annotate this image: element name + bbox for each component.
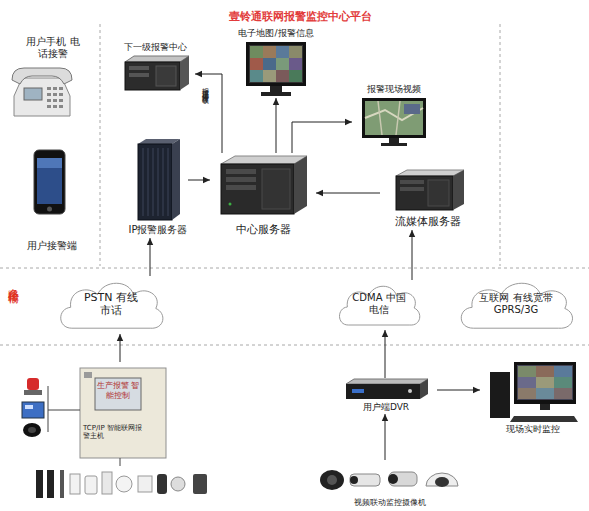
connector-arrow xyxy=(437,387,480,393)
server-icon xyxy=(125,56,189,90)
edge-label: 报警信息上传转发接收 xyxy=(201,82,209,92)
pc-node: 现场实时监控 xyxy=(480,360,586,436)
divider-lines xyxy=(0,24,589,345)
connector-arrow xyxy=(409,230,415,280)
monitor-icon xyxy=(246,42,306,96)
connector-arrow xyxy=(273,98,279,153)
mobile-phone-icon xyxy=(34,150,65,214)
alarm-host-node: 生产报警 智能控制 TCP/IP 智能联网报警主机 xyxy=(74,362,170,462)
node-label: 流媒体服务器 xyxy=(380,215,476,228)
dvr-icon xyxy=(346,379,428,399)
node-label: TCP/IP 智能联网报警主机 xyxy=(83,424,145,441)
diagram-title: 壹铃通联网报警监控中心平台 xyxy=(170,9,430,24)
connector-arrow xyxy=(195,71,222,153)
section-label: 多路径传输 xyxy=(7,280,20,285)
connector-arrow xyxy=(382,414,388,460)
connector-line xyxy=(412,230,413,280)
server-icon xyxy=(221,156,307,214)
sensor-devices xyxy=(36,458,207,498)
connector-arrow xyxy=(188,177,210,183)
rack-cabinet-icon xyxy=(138,139,180,220)
connector-arrow xyxy=(147,238,153,276)
connector-line xyxy=(276,98,277,153)
server-node: 流媒体服务器 xyxy=(380,168,476,230)
node-label: 报警现场视频 xyxy=(352,84,436,95)
cloud-shape xyxy=(61,283,573,328)
connector-arrow xyxy=(292,119,352,153)
node-label: 视频联动监控摄像机 xyxy=(312,498,467,508)
arrow-head xyxy=(382,330,388,337)
camera-icons xyxy=(320,470,458,490)
connector-arrow xyxy=(316,190,380,196)
pc-icon xyxy=(490,362,578,422)
node-label: 生产报警 智能控制 xyxy=(95,381,141,400)
arrow-head xyxy=(195,71,202,77)
connector-line xyxy=(120,334,121,362)
camera-node: 视频联动监控摄像机 xyxy=(312,460,467,508)
network-cloud: 互联网 有线宽带 GPRS/3G xyxy=(455,276,577,334)
siren-devices xyxy=(22,378,80,437)
arrow-head xyxy=(473,387,480,393)
arrow-head xyxy=(345,119,352,125)
connector-arrow xyxy=(117,334,123,362)
telephone-icon xyxy=(12,68,72,116)
node-label: 互联网 有线宽带 GPRS/3G xyxy=(469,292,563,316)
connector-line xyxy=(385,330,386,378)
arrow-head xyxy=(147,238,153,245)
connector-arrow xyxy=(382,330,388,378)
arrow-head xyxy=(316,190,323,196)
monitor-icon xyxy=(362,98,426,146)
node-label: 中心服务器 xyxy=(210,223,316,236)
arrow-head xyxy=(273,98,279,105)
node-label: 电子地图/报警信息 xyxy=(235,28,317,39)
alarm-host-icon xyxy=(80,368,166,458)
arrow-head xyxy=(409,230,415,237)
monitor-node: 电子地图/报警信息 xyxy=(235,28,317,98)
node-label: 现场实时监控 xyxy=(480,424,586,435)
dvr-node: 用户端DVR xyxy=(335,378,437,414)
connector-line xyxy=(150,238,151,276)
node-label: PSTN 有线市话 xyxy=(83,291,139,317)
rack-node: IP报警服务器 xyxy=(128,138,188,238)
connector-line xyxy=(385,414,386,460)
node-label: IP报警服务器 xyxy=(118,224,198,236)
side-label: 用户手机 电话接警 xyxy=(26,36,80,60)
server-node: 中心服务器 xyxy=(210,153,316,237)
arrow-head xyxy=(117,334,123,341)
side-label: 用户接警端 xyxy=(12,240,92,252)
arrow-head xyxy=(382,414,388,421)
node-label: 用户端DVR xyxy=(335,402,437,413)
network-cloud: PSTN 有线市话 xyxy=(55,276,167,334)
server-node: 下一级报警中心 xyxy=(115,42,195,92)
connector-line xyxy=(195,74,222,153)
connector-line xyxy=(316,193,380,194)
monitor-node: 报警现场视频 xyxy=(352,84,436,148)
arrow-head xyxy=(203,177,210,183)
network-cloud: CDMA 中国电信 xyxy=(335,280,423,330)
node-label: 下一级报警中心 xyxy=(115,42,195,53)
connector-line xyxy=(437,390,480,391)
connector-line xyxy=(188,180,210,181)
node-label: CDMA 中国电信 xyxy=(352,292,406,316)
connector-line xyxy=(292,122,352,153)
server-icon xyxy=(396,170,464,210)
